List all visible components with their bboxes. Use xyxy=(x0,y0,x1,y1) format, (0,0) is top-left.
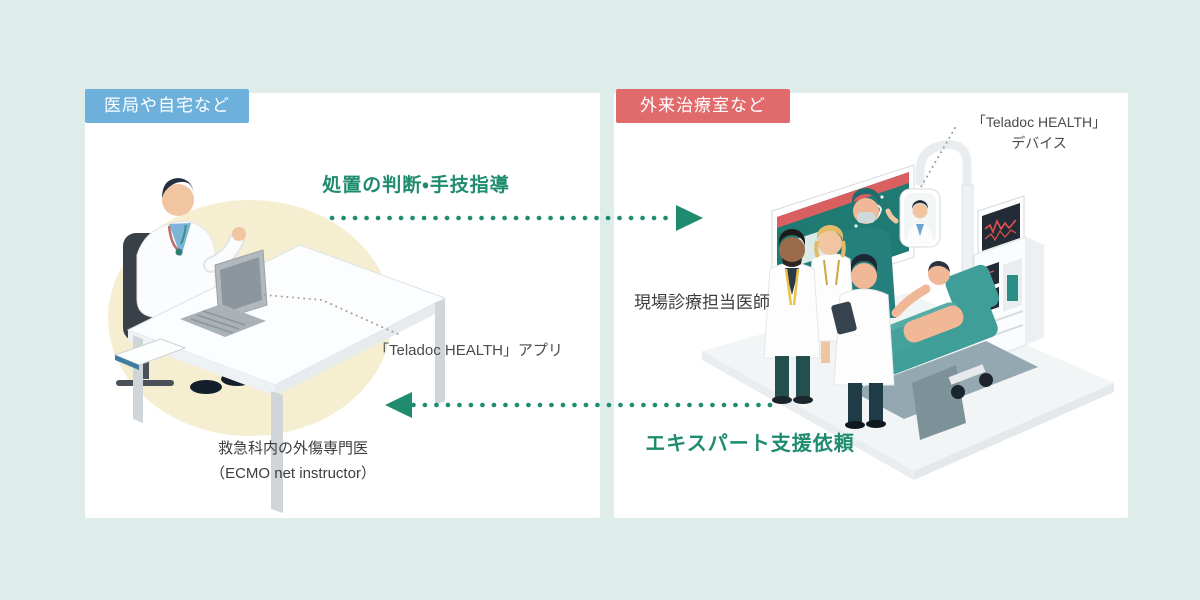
foreground-doctor-figure xyxy=(831,254,895,429)
remote-specialist-caption-line2: （ECMO net instructor） xyxy=(210,464,376,482)
laptop-icon xyxy=(180,249,268,337)
remote-specialist-caption: 救急科内の外傷専門医 （ECMO net instructor） xyxy=(170,437,416,487)
app-callout-leader-line xyxy=(264,294,403,337)
arrowhead-left-icon xyxy=(385,392,412,418)
arrow-guidance-right xyxy=(329,205,703,231)
app-callout-label: 「Teladoc HEALTH」アプリ xyxy=(374,342,563,359)
device-callout-line2: デバイス xyxy=(1011,135,1067,151)
onsite-doctor-label: 現場診療担当医師 xyxy=(634,293,770,312)
arrowhead-right-icon xyxy=(676,205,703,231)
location-badge-remote: 医局や自宅など xyxy=(85,89,249,123)
arrow-support-left xyxy=(385,392,773,418)
arrow-label-guidance: 処置の判断・手技指導 xyxy=(322,175,510,196)
remote-doctor-on-screen xyxy=(885,200,933,242)
remote-specialist-caption-line1: 救急科内の外傷専門医 xyxy=(217,440,368,457)
device-callout-label: 「Teladoc HEALTH」 デバイス xyxy=(946,112,1132,154)
teladoc-device-icon xyxy=(885,140,980,344)
device-callout-line1: 「Teladoc HEALTH」 xyxy=(971,114,1107,130)
arrow-label-support-request: エキスパート支援依頼 xyxy=(645,433,855,455)
device-callout-leader-line xyxy=(920,127,956,188)
location-badge-treatment-room: 外来治療室など xyxy=(616,89,790,123)
notebook-icon xyxy=(113,338,187,370)
bearded-doctor-figure xyxy=(763,229,821,404)
